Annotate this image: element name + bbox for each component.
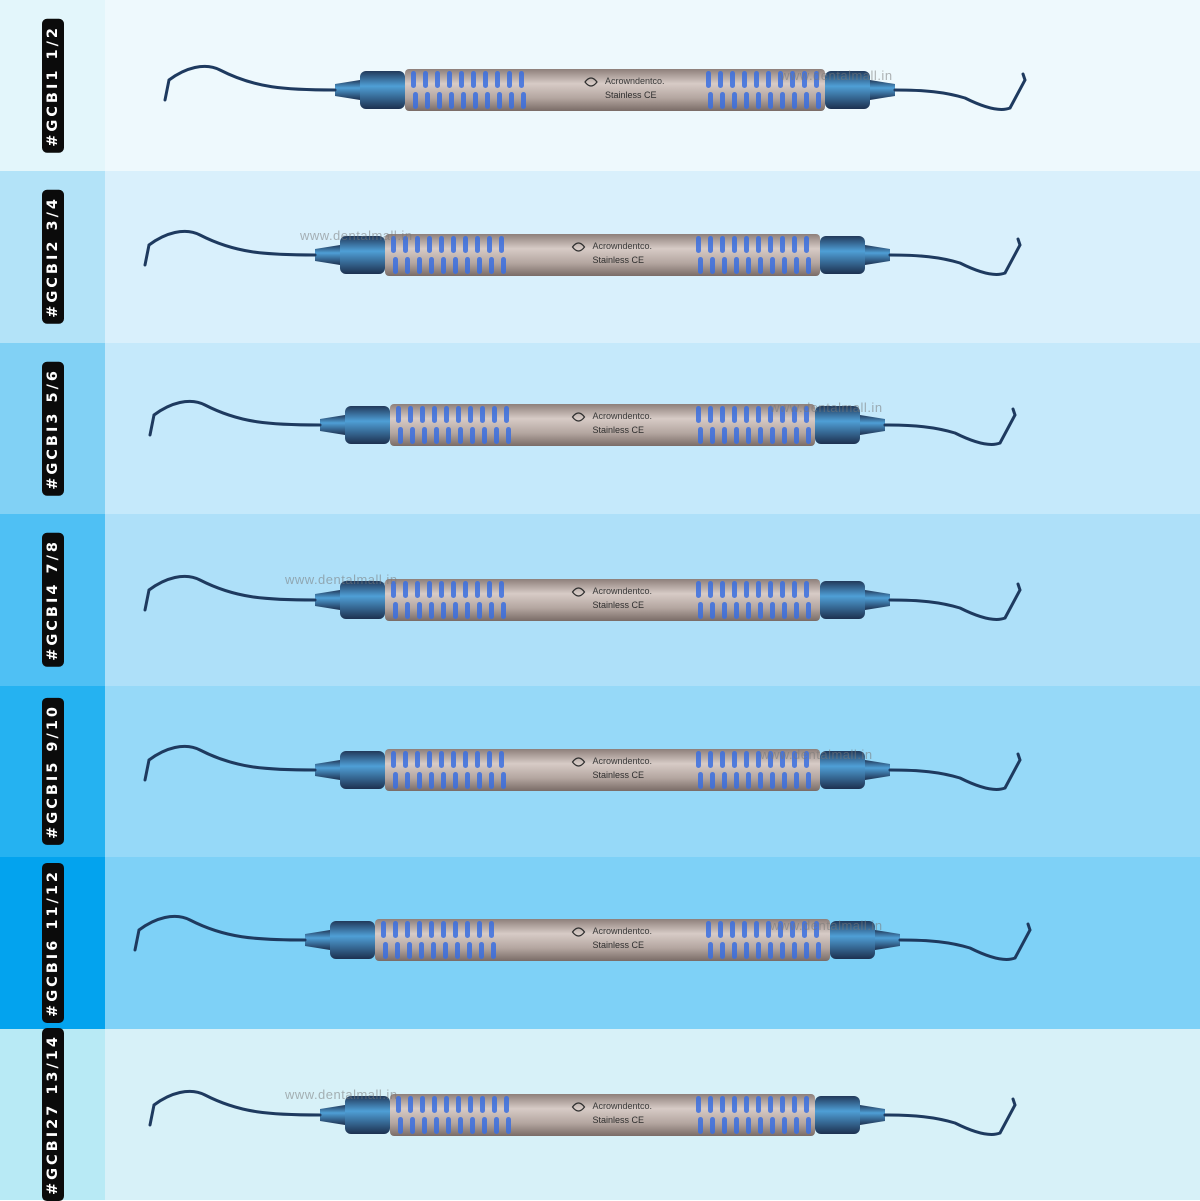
instrument-code-label: #GCBI2 3/4	[41, 190, 64, 324]
brand-logo-icon	[584, 77, 598, 87]
brand-engraving: Acrowndentco.	[593, 756, 653, 766]
curette-instrument-image: Acrowndentco. Stainless CE	[143, 229, 1022, 277]
brand-engraving: Acrowndentco.	[605, 76, 665, 86]
brand-engraving: Acrowndentco.	[593, 926, 653, 936]
brand-logo-icon	[571, 587, 586, 597]
curette-instrument-image: Acrowndentco. Stainless CE	[143, 574, 1022, 622]
instrument-code-label: #GCBI27 13/14	[41, 1027, 64, 1201]
curette-instrument-image: Acrowndentco. Stainless CE	[133, 914, 1032, 962]
instrument-panel: Acrowndentco. Stainless CE www.dentalmall.…	[105, 514, 1200, 686]
label-swatch: #GCBI27 13/14	[0, 1027, 105, 1201]
label-swatch: #GCBI2 3/4	[0, 171, 105, 343]
material-engraving: Stainless CE	[593, 425, 645, 435]
material-engraving: Stainless CE	[605, 90, 657, 100]
instrument-panel: Acrowndentco. Stainless CE www.dentalmall.…	[105, 686, 1200, 857]
instrument-code-label: #GCBI6 11/12	[41, 863, 64, 1023]
instrument-code-label: #GCBI4 7/8	[41, 533, 64, 667]
curette-instrument-image: Acrowndentco. Stainless CE	[148, 399, 1017, 447]
material-engraving: Stainless CE	[593, 255, 645, 265]
brand-engraving: Acrowndentco.	[593, 411, 653, 421]
instrument-row: #GCBI27 13/14 Acrowndentco. Stainless CE ww…	[0, 1027, 1200, 1201]
watermark-text: www.dentalmall.in	[285, 572, 398, 587]
instrument-row: #GCBI3 5/6 Acrowndentco. Stainless CE www.d…	[0, 343, 1200, 514]
curette-instrument-image: Acrowndentco. Stainless CE	[143, 744, 1022, 792]
instrument-code-label: #GCBI3 5/6	[41, 361, 64, 496]
brand-logo-icon	[571, 412, 586, 422]
instrument-code-label: #GCBI1 1/2	[41, 18, 64, 153]
watermark-text: www.dentalmall.in	[760, 747, 873, 762]
instrument-row: #GCBI2 3/4 Acrowndentco. Stainless CE www.d…	[0, 171, 1200, 343]
instrument-row: #GCBI6 11/12 Acrowndentco. Stainless CE www…	[0, 857, 1200, 1029]
watermark-text: www.dentalmall.in	[780, 68, 893, 83]
brand-logo-icon	[571, 1102, 586, 1112]
instrument-panel: Acrowndentco. Stainless CE www.dentalmall.…	[105, 1029, 1200, 1200]
label-swatch: #GCBI6 11/12	[0, 857, 105, 1029]
brand-engraving: Acrowndentco.	[593, 241, 653, 251]
label-swatch: #GCBI4 7/8	[0, 514, 105, 686]
instrument-row: #GCBI4 7/8 Acrowndentco. Stainless CE www.d…	[0, 514, 1200, 686]
instrument-panel: Acrowndentco. Stainless CE www.dentalmall.…	[105, 0, 1200, 171]
material-engraving: Stainless CE	[593, 770, 645, 780]
watermark-text: www.dentalmall.in	[300, 228, 413, 243]
label-swatch: #GCBI1 1/2	[0, 0, 105, 171]
instrument-row: #GCBI1 1/2 Acrowndentco. Stainless CE www.d…	[0, 0, 1200, 171]
curette-instrument-image: Acrowndentco. Stainless CE	[148, 1089, 1017, 1137]
instrument-panel: Acrowndentco. Stainless CE www.dentalmall.…	[105, 171, 1200, 343]
watermark-text: www.dentalmall.in	[770, 400, 883, 415]
material-engraving: Stainless CE	[593, 940, 645, 950]
brand-engraving: Acrowndentco.	[593, 1101, 653, 1111]
handle	[375, 919, 830, 961]
material-engraving: Stainless CE	[593, 600, 645, 610]
curette-instrument-image: Acrowndentco. Stainless CE	[163, 64, 1027, 112]
instrument-panel: Acrowndentco. Stainless CE www.dentalmall.…	[105, 857, 1200, 1029]
brand-logo-icon	[571, 757, 586, 767]
watermark-text: www.dentalmall.in	[285, 1087, 398, 1102]
instrument-code-label: #GCBI5 9/10	[41, 698, 64, 845]
brand-logo-icon	[571, 242, 586, 252]
brand-engraving: Acrowndentco.	[593, 586, 653, 596]
watermark-text: www.dentalmall.in	[770, 918, 883, 933]
label-swatch: #GCBI3 5/6	[0, 343, 105, 514]
instrument-panel: Acrowndentco. Stainless CE www.dentalmall.…	[105, 343, 1200, 514]
brand-logo-icon	[571, 927, 586, 937]
material-engraving: Stainless CE	[593, 1115, 645, 1125]
instrument-row: #GCBI5 9/10 Acrowndentco. Stainless CE www.…	[0, 686, 1200, 857]
label-swatch: #GCBI5 9/10	[0, 686, 105, 857]
